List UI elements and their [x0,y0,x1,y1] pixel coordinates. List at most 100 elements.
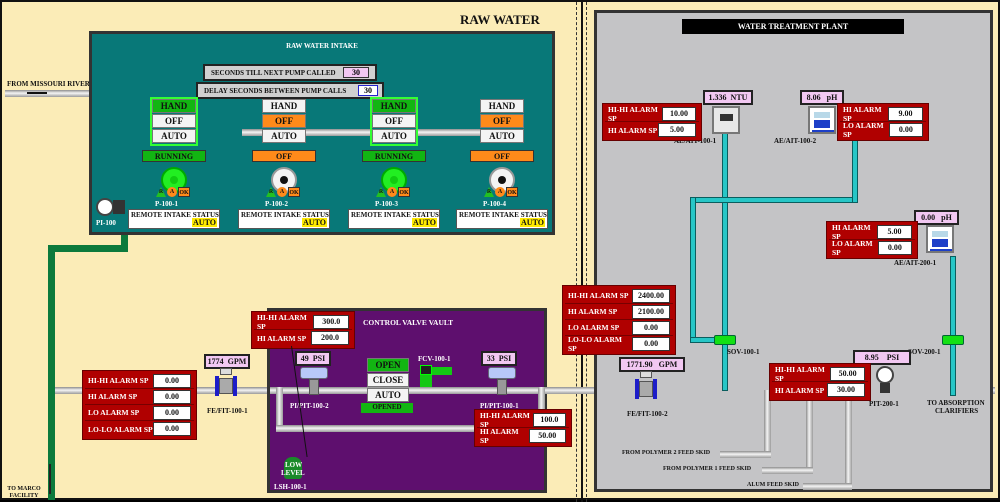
alarm-setpoint-label: HI-HI ALARM SP [568,291,629,300]
pump-tag: P-100-2 [265,200,288,208]
alarm-setpoint-row: LO-LO ALARM SP 0.00 [85,421,194,437]
alarm-setpoint-input[interactable]: 100.0 [532,412,566,427]
feed-label: ALUM FEED SKID [747,482,800,488]
alarm-setpoint-row: HI ALARM SP 5.00 [605,122,699,138]
auto-button[interactable]: AUTO [480,129,524,143]
hand-button[interactable]: HAND [480,99,524,113]
pressure-gauge-icon [96,198,114,216]
area-divider [576,2,577,502]
remote-status-label: REMOTE INTAKE STATUS [241,211,329,219]
pit-100-2-unit: PSI [312,354,326,363]
pressure-transmitter-icon [300,367,328,395]
auto-indicator-icon: A [495,187,505,197]
off-button[interactable]: OFF [372,114,416,128]
auto-button[interactable]: AUTO [262,129,306,143]
alarm-setpoint-input[interactable]: 0.00 [877,241,912,255]
to-clarifiers-label: TO ABSORPTION [927,399,985,407]
alarm-setpoint-input[interactable]: 30.00 [827,383,865,397]
alarm-setpoint-label: HI ALARM SP [568,307,618,316]
alarm-setpoint-label: HI ALARM SP [843,104,882,123]
auto-button[interactable]: AUTO [372,129,416,143]
alarm-setpoint-input[interactable]: 0.00 [632,320,670,335]
alarm-setpoint-label: LO ALARM SP [568,323,620,332]
pump-status: OFF [470,150,534,162]
ait-100-2-reading: 8.06 [806,93,821,102]
pump-tag: P-100-1 [155,200,178,208]
pit-100-2-value: 49 PSI [295,351,331,366]
raw-water-title: RAW WATER [460,12,540,27]
ait-100-1-reading: 1.336 [708,93,727,102]
alarm-setpoint-row: HI-HI ALARM SP 300.0 [254,313,352,331]
area-divider [586,2,587,502]
off-button[interactable]: OFF [480,114,524,128]
alarm-setpoint-input[interactable]: 50.00 [528,429,566,443]
sov-200-1-tag: SOV-200-1 [908,348,941,356]
alarm-setpoint-label: HI-HI ALARM SP [608,104,658,123]
valve-auto-button[interactable]: AUTO [367,388,409,402]
alarm-setpoint-input[interactable]: 0.00 [632,337,670,351]
solenoid-valve-icon[interactable] [714,335,736,345]
fcv-100-1-tag: FCV-100-1 [418,355,451,363]
remote-status-value: AUTO [192,218,217,227]
ok-indicator-icon: OK [506,187,518,197]
hand-button[interactable]: HAND [372,99,416,113]
fit-100-2-reading: 1771.90 [626,360,653,369]
bypass-pipe [276,425,476,432]
valve-control: OPEN CLOSE AUTO [367,358,409,403]
auto-button[interactable]: AUTO [152,129,196,143]
alarm-setpoint-input[interactable]: 0.00 [153,373,191,388]
alarm-setpoint-label: LO ALARM SP [843,121,884,139]
delay-seconds-label: DELAY SECONDS BETWEEN PUMP CALLS [204,87,347,95]
alarm-setpoint-row: HI-HI ALARM SP 10.00 [605,104,699,123]
ait-100-2-unit: pH [826,93,838,102]
alarm-setpoint-input[interactable]: 300.0 [313,314,349,329]
ok-indicator-icon: OK [288,187,300,197]
to-clarifiers-label-2: CLARIFIERS [935,407,979,415]
ait-200-1-value: 0.00 pH [914,210,959,225]
feed-pipe [845,390,852,490]
alarm-setpoint-input[interactable]: 10.00 [661,106,696,121]
alarm-setpoint-input[interactable]: 0.00 [153,422,191,436]
alarm-setpoint-input[interactable]: 50.00 [830,366,865,381]
alarm-setpoint-input[interactable]: 200.0 [311,331,349,345]
alarm-setpoint-input[interactable]: 0.00 [153,389,191,404]
ait-200-1-tag: AE/AIT-200-1 [894,259,937,267]
alarm-setpoint-input[interactable]: 0.00 [153,405,191,420]
alarm-setpoint-input[interactable]: 2100.00 [632,304,670,319]
sample-line [950,256,956,396]
alarm-setpoint-label: LO-LO ALARM SP [568,335,622,353]
off-button[interactable]: OFF [262,114,306,128]
raw-water-pipe [48,245,128,252]
hand-button[interactable]: HAND [152,99,196,113]
remote-status-value: AUTO [520,218,545,227]
off-button[interactable]: OFF [152,114,196,128]
alarm-setpoint-input[interactable]: 5.00 [877,224,912,239]
pump-status: RUNNING [362,150,426,162]
ph-analyzer-icon [926,225,954,253]
bypass-pipe [538,387,545,411]
alarm-setpoint-input[interactable]: 2400.00 [632,288,670,303]
hand-button[interactable]: HAND [262,99,306,113]
alarm-setpoint-input[interactable]: 9.00 [888,106,923,121]
valve-open-button[interactable]: OPEN [367,358,409,372]
ph-analyzer-icon [808,106,836,134]
treatment-plant-panel: WATER TREATMENT PLANT 1.336 NTU AE/AIT-1… [594,10,993,492]
alarm-setpoint-row: HI-HI ALARM SP 100.0 [477,411,569,429]
alarm-setpoint-input[interactable]: 5.00 [658,123,696,137]
fit-100-1-reading: 1774 [207,357,224,366]
remote-intake-status: REMOTE INTAKE STATUS AUTO [128,209,220,229]
alarm-setpoint-input[interactable]: 0.00 [888,123,923,137]
hoa-switch: HAND OFF AUTO [370,97,418,146]
alarm-setpoint-row: HI ALARM SP 50.00 [477,427,569,445]
valve-close-button[interactable]: CLOSE [367,373,409,387]
alarm-setpoint-label: HI ALARM SP [88,392,138,401]
alarm-setpoint-label: LO-LO ALARM SP [88,424,153,434]
feed-pipe [720,451,771,458]
delay-seconds-input[interactable]: 30 [358,85,378,96]
from-source-label: FROM MISSOURI RIVER [7,80,90,88]
fit-100-2-unit: GPM [658,360,678,369]
solenoid-valve-icon[interactable] [942,335,964,345]
alarm-setpoint-row: HI-HI ALARM SP 2400.00 [565,288,673,304]
pressure-gauge-icon [876,366,894,384]
bypass-pipe [276,387,283,432]
